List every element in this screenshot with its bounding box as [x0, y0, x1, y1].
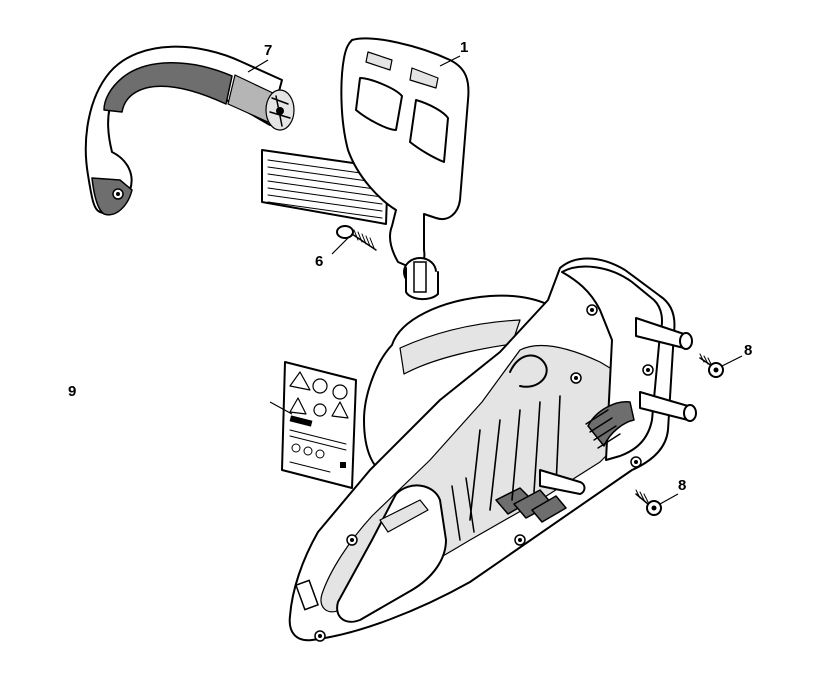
- screw-part-8-lower: [635, 489, 662, 516]
- callout-6: 6: [315, 253, 323, 270]
- hand-guard: [340, 37, 470, 300]
- leader-lines: [247, 55, 743, 505]
- motor-housing: [288, 257, 697, 642]
- callout-8-lower: 8: [678, 477, 686, 494]
- front-handle-bow: [84, 45, 295, 216]
- callout-9: 9: [68, 383, 76, 400]
- callout-1: 1: [460, 39, 468, 56]
- screw-part-8-upper: [699, 353, 724, 378]
- warning-label: [281, 361, 357, 489]
- callout-7: 7: [264, 42, 272, 59]
- callout-8-upper: 8: [744, 342, 752, 359]
- screw-part-6: [336, 225, 377, 251]
